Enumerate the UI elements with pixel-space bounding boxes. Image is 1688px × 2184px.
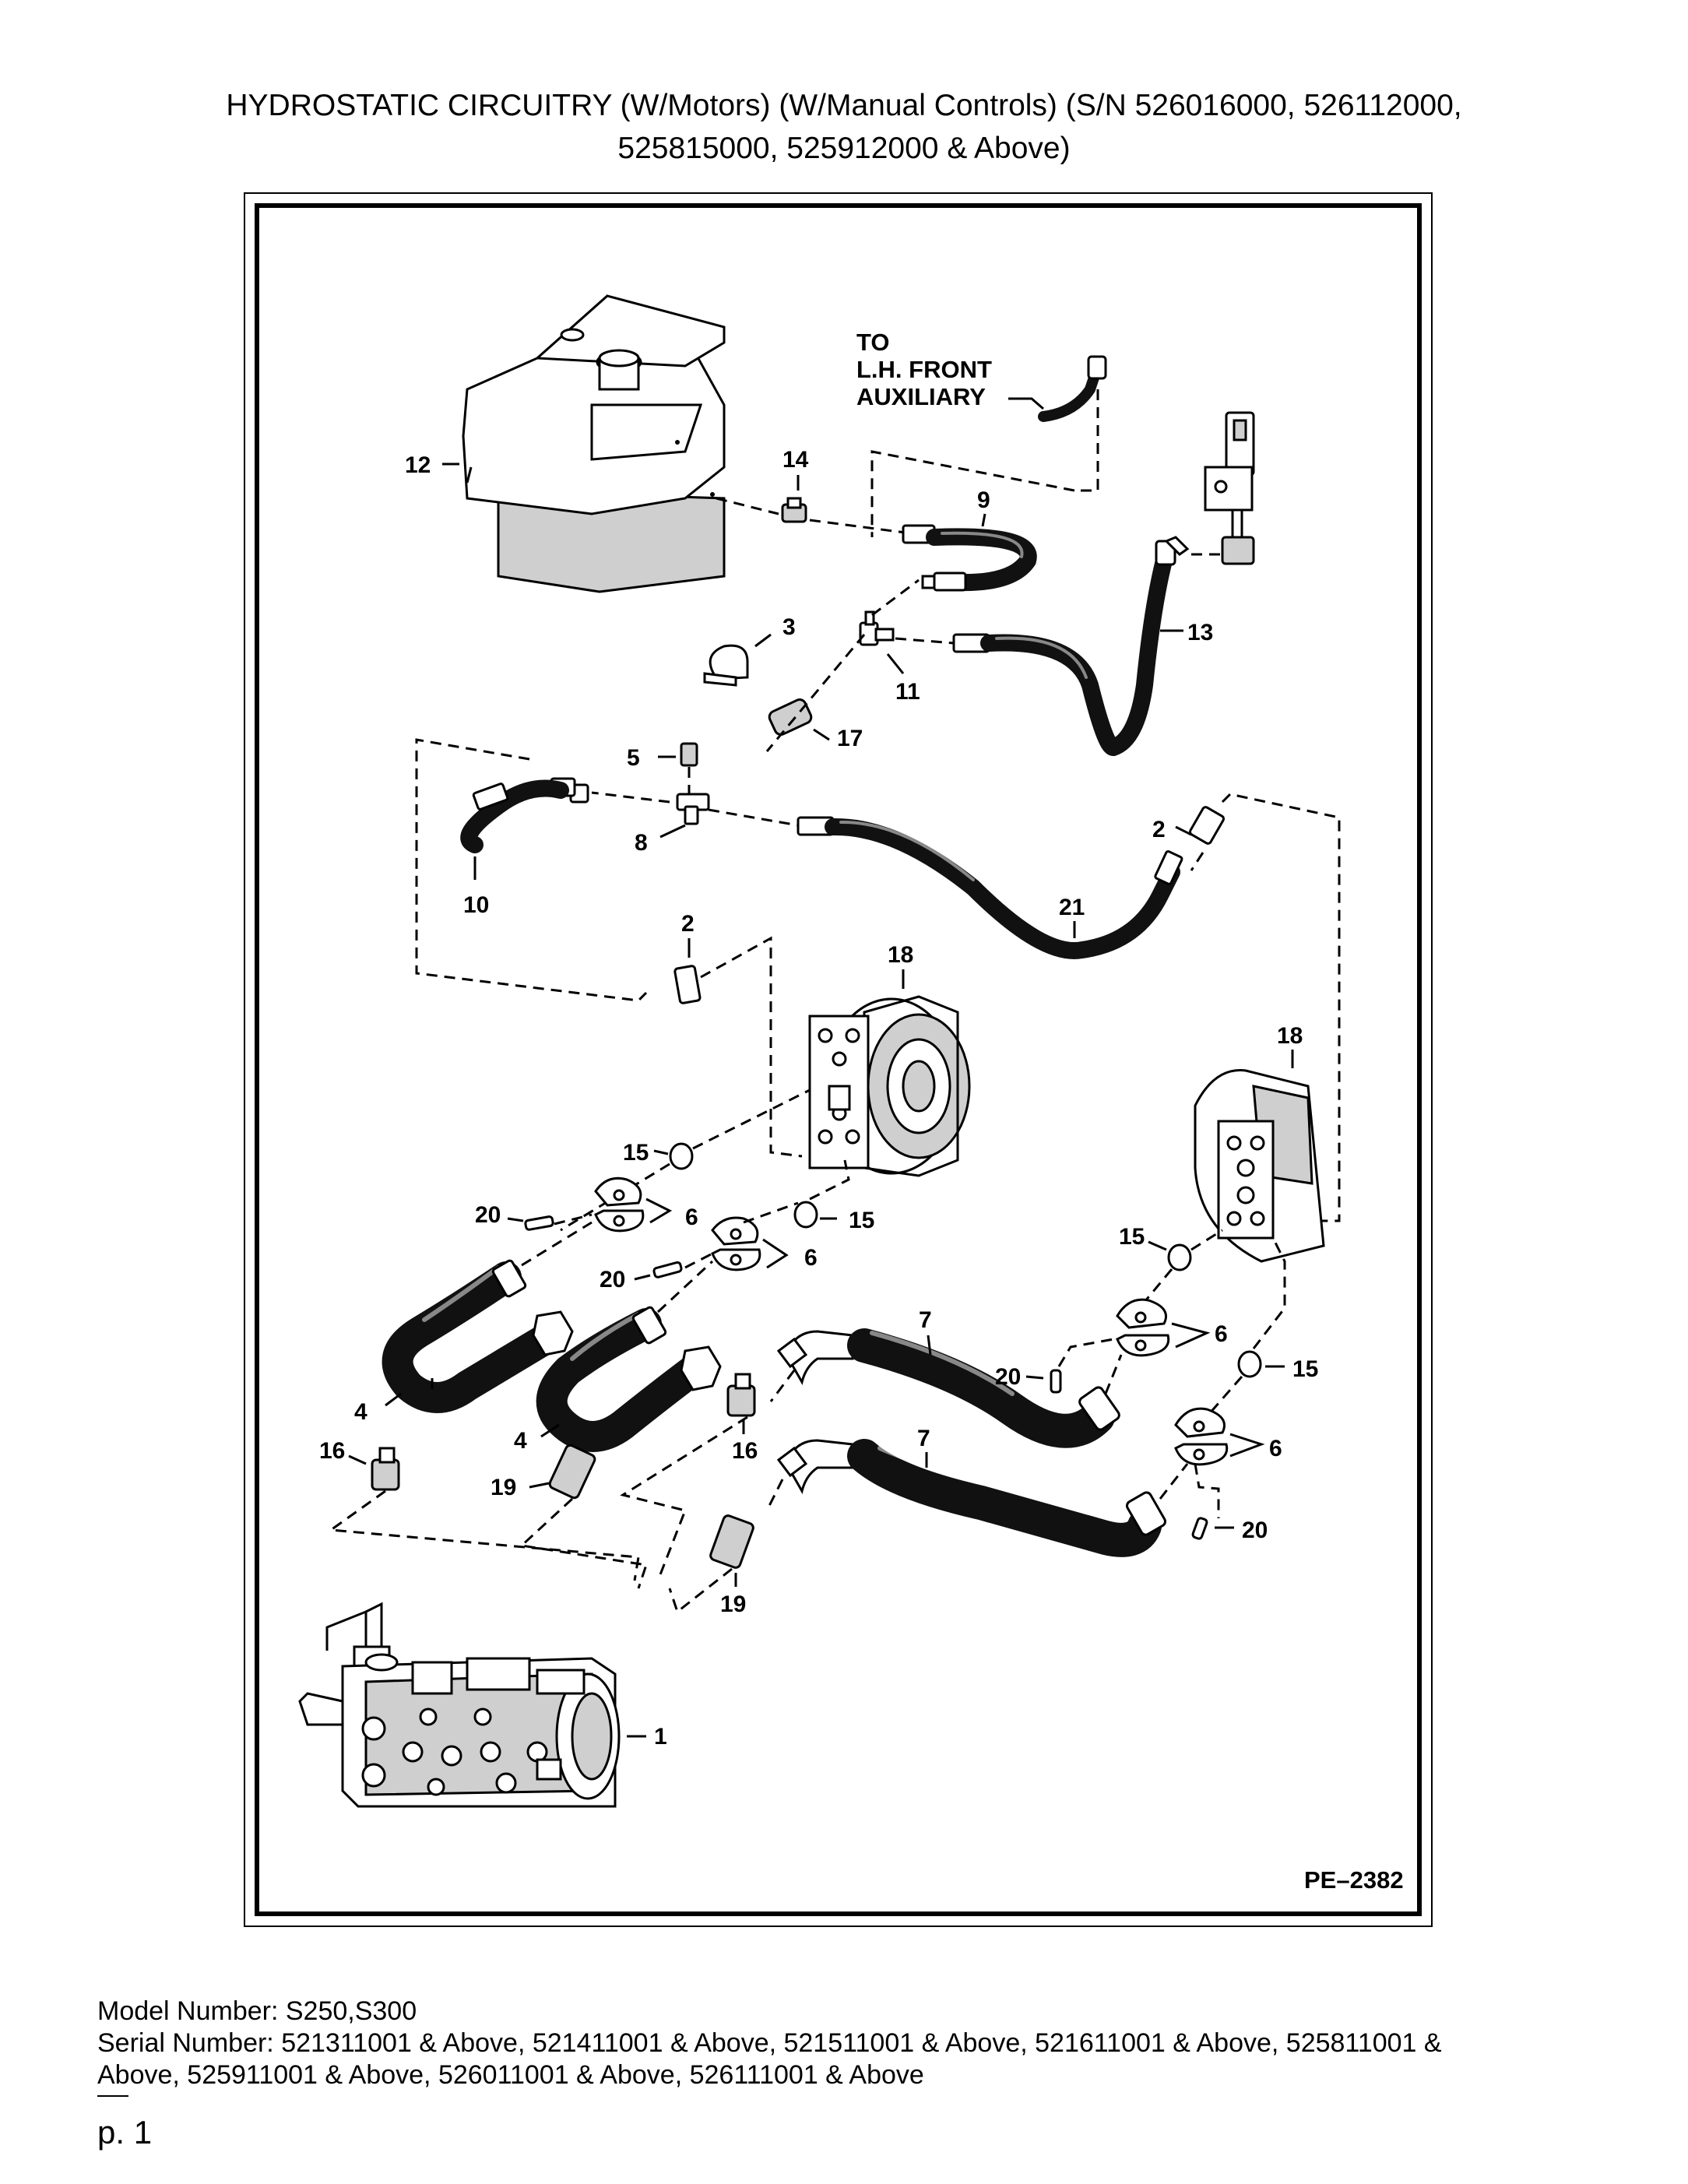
callout-18-left: 18	[888, 942, 913, 968]
fitting-14	[781, 497, 807, 523]
hydraulic-reservoir	[462, 294, 726, 593]
model-number: Model Number: S250,S300	[97, 1996, 417, 2026]
callout-18-right: 18	[1277, 1023, 1303, 1049]
hose-10	[460, 777, 589, 853]
split-flange-6-b	[711, 1216, 761, 1271]
o-ring-15-a	[669, 1142, 694, 1170]
callout-14: 14	[782, 447, 809, 473]
page-title: HYDROSTATIC CIRCUITRY (W/Motors) (W/Manu…	[0, 84, 1688, 170]
fitting-2-left	[673, 965, 702, 1004]
callout-10: 10	[463, 892, 489, 918]
callout-4-b: 4	[514, 1428, 527, 1454]
callout-11: 11	[895, 679, 920, 705]
diagram-code: PE–2382	[1304, 1866, 1404, 1894]
bolt-20-a	[524, 1215, 554, 1231]
callout-19-a: 19	[491, 1475, 516, 1500]
callout-17: 17	[837, 726, 863, 751]
annotation-line-2: L.H. FRONT	[856, 356, 992, 383]
callout-6-c: 6	[1215, 1321, 1228, 1347]
tee-fitting-8	[676, 793, 710, 825]
o-ring-15-d	[1237, 1350, 1262, 1378]
bolt-20-c	[1050, 1369, 1062, 1394]
callout-6-a: 6	[685, 1205, 698, 1230]
callout-5: 5	[627, 745, 640, 771]
callout-8: 8	[635, 830, 648, 856]
callout-6-b: 6	[804, 1245, 818, 1271]
hose-7-a	[776, 1328, 1120, 1448]
callout-1: 1	[654, 1724, 667, 1750]
footer: Model Number: S250,S300 Serial Number: 5…	[97, 1996, 1442, 2091]
callout-3: 3	[782, 614, 796, 640]
callout-15-a: 15	[623, 1140, 649, 1166]
fitting-17	[768, 698, 813, 736]
annotation-line-3: AUXILIARY	[856, 383, 986, 410]
fitting-19-b	[709, 1514, 754, 1569]
callout-9: 9	[977, 487, 990, 513]
clamp-3	[703, 644, 749, 687]
callout-2-right: 2	[1152, 817, 1166, 842]
relief-valve	[1191, 411, 1255, 565]
hose-21	[708, 808, 1183, 959]
title-line-1: HYDROSTATIC CIRCUITRY (W/Motors) (W/Manu…	[226, 89, 1462, 122]
hose-13	[895, 536, 1190, 757]
bolt-20-d	[1191, 1517, 1208, 1540]
callout-20-d: 20	[1242, 1518, 1268, 1543]
bolt-20-b	[652, 1261, 683, 1278]
hose-9	[902, 524, 1037, 592]
serial-number-line-1: Serial Number: 521311001 & Above, 521411…	[97, 2028, 1442, 2058]
callout-16-a: 16	[319, 1438, 345, 1464]
callout-20-c: 20	[995, 1364, 1021, 1390]
fitting-2-right	[1188, 806, 1226, 845]
callout-6-d: 6	[1269, 1436, 1282, 1461]
o-ring-15-c	[1167, 1243, 1192, 1271]
callout-20-a: 20	[475, 1202, 501, 1228]
callout-20-b: 20	[600, 1267, 625, 1292]
callout-13: 13	[1187, 620, 1213, 645]
page-number: p. 1	[97, 2114, 153, 2151]
callout-4-a: 4	[354, 1399, 367, 1425]
serial-number-line-2: Above, 525911001 & Above, 526011001 & Ab…	[97, 2060, 924, 2090]
hose-4-a	[382, 1259, 574, 1413]
callout-15-d: 15	[1292, 1356, 1318, 1382]
hydrostatic-pump-1	[298, 1602, 621, 1808]
hose-7-b	[776, 1439, 1167, 1557]
cap-5	[680, 742, 698, 767]
split-flange-6-d	[1174, 1407, 1229, 1466]
fitting-16-a	[371, 1447, 400, 1491]
callout-7-a: 7	[919, 1307, 932, 1333]
diagram-frame-inner	[255, 203, 1422, 1916]
hose-4-b	[536, 1306, 722, 1452]
title-line-2: 525815000, 525912000 & Above)	[617, 132, 1071, 165]
tee-fitting-11	[859, 610, 895, 646]
split-flange-6-c	[1116, 1298, 1170, 1357]
callout-2-left: 2	[681, 911, 695, 937]
auxiliary-annotation: TO L.H. FRONT AUXILIARY	[856, 329, 1107, 422]
o-ring-15-b	[793, 1201, 818, 1229]
drive-motor-18-left	[808, 995, 971, 1177]
drive-motor-18-right	[1194, 1069, 1325, 1263]
callout-12: 12	[405, 452, 431, 478]
diagram-frame-outer	[244, 192, 1433, 1927]
fitting-16-b	[726, 1373, 756, 1417]
callout-16-b: 16	[732, 1438, 758, 1464]
callout-21: 21	[1059, 895, 1085, 920]
annotation-line-1: TO	[856, 329, 890, 356]
callout-19-b: 19	[720, 1591, 746, 1617]
callout-15-c: 15	[1119, 1224, 1145, 1250]
callout-7-b: 7	[917, 1426, 930, 1451]
fitting-19-a	[548, 1444, 596, 1500]
footer-rule	[97, 2095, 128, 2097]
callout-15-b: 15	[849, 1208, 874, 1233]
split-flange-6-a	[594, 1176, 645, 1233]
